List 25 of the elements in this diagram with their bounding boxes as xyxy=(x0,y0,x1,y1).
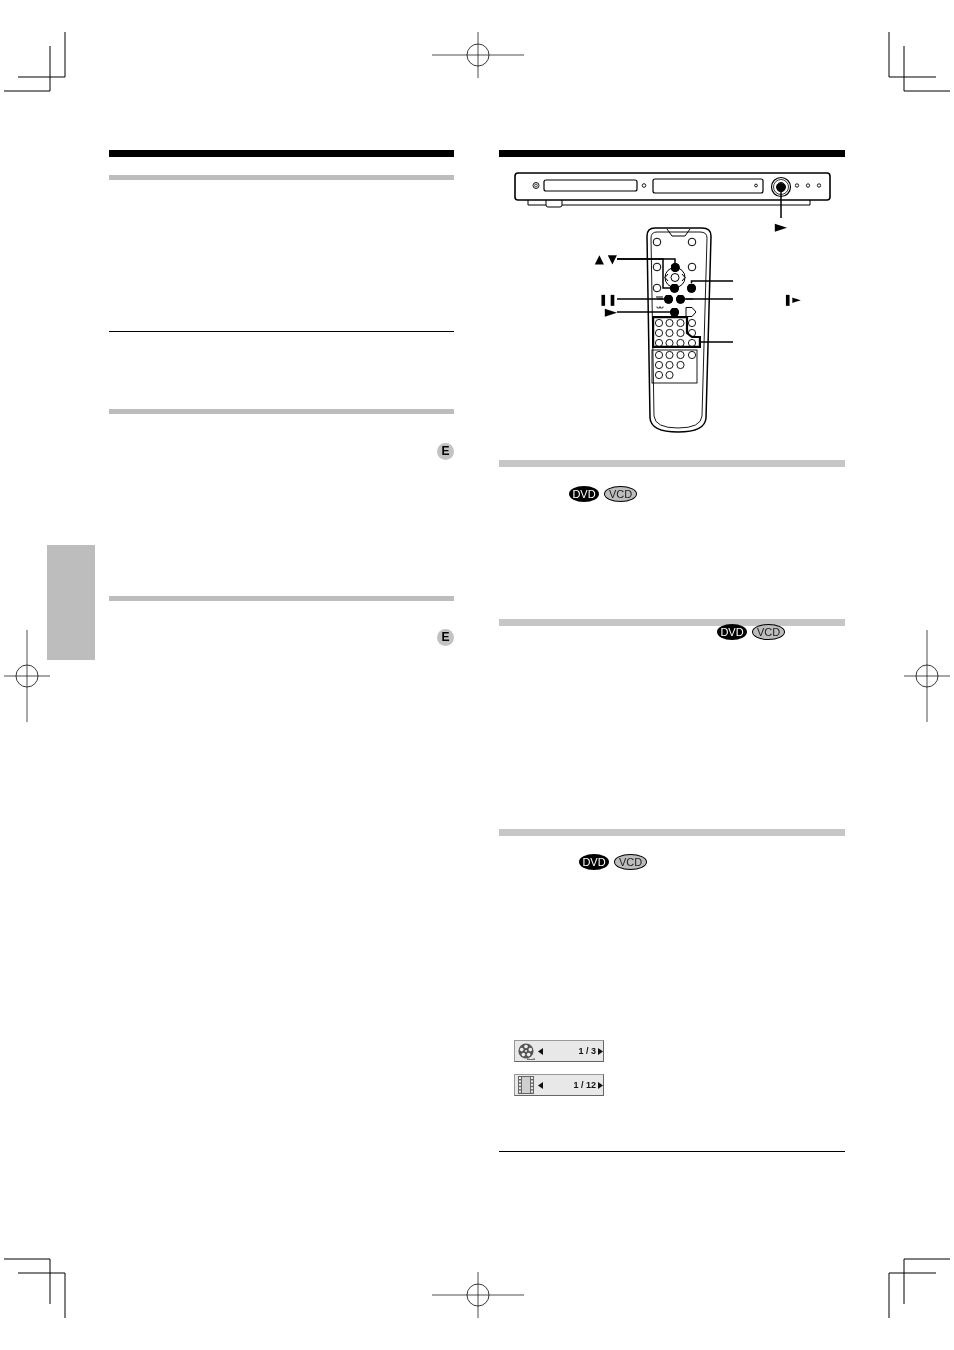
disc-type-badge: VCD xyxy=(604,486,637,502)
disc-type-badge: DVD xyxy=(579,854,609,870)
counter-text: 1 / 3 xyxy=(578,1045,596,1057)
button-symbol: ❚❚ xyxy=(598,292,617,306)
leader-line xyxy=(687,280,734,293)
language-badge: E xyxy=(437,443,454,460)
leader-line xyxy=(776,183,786,219)
button-symbol: ▲ ▼ xyxy=(594,252,617,266)
language-badge: E xyxy=(437,629,454,646)
disc-type-badge: DVD xyxy=(717,624,747,640)
on-screen-display-bar xyxy=(514,1074,604,1096)
leader-line xyxy=(616,258,679,293)
disc-type-badge: VCD xyxy=(752,624,785,640)
leader-line xyxy=(616,307,679,317)
button-symbol: ❚► xyxy=(783,292,801,306)
on-screen-display-bar xyxy=(514,1040,604,1062)
disc-type-badge: DVD xyxy=(569,486,599,502)
leader-line xyxy=(700,341,734,343)
side-tab xyxy=(47,545,95,660)
button-symbol: ► xyxy=(774,218,788,236)
keypad-outline xyxy=(652,316,701,348)
leader-line xyxy=(676,294,734,304)
disc-type-badge: VCD xyxy=(614,854,647,870)
counter-text: 1 / 12 xyxy=(573,1079,596,1091)
leader-line xyxy=(616,294,673,304)
